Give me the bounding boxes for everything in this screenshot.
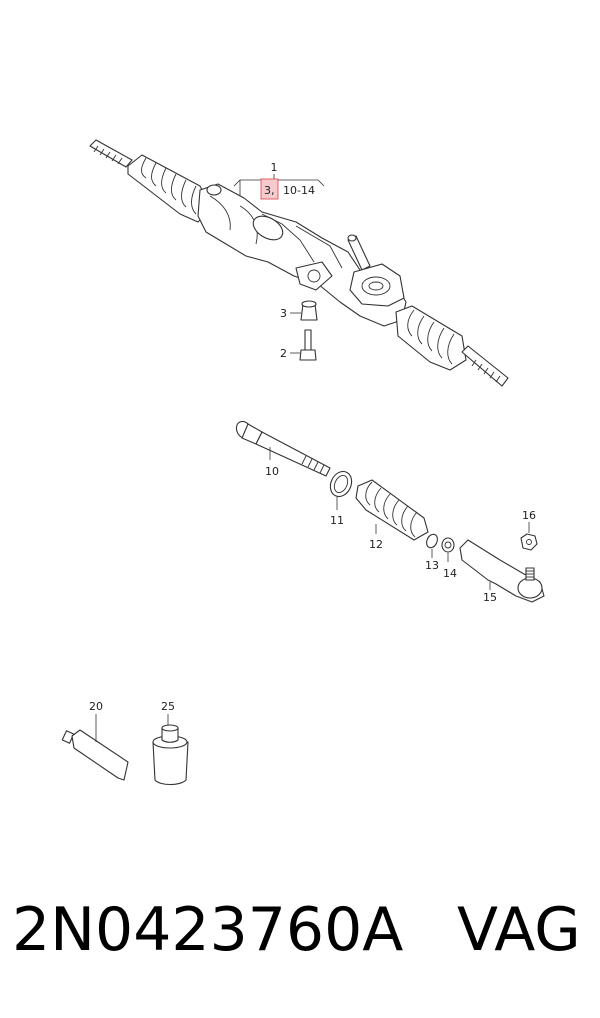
part-15-tie-rod-end: 15 [459,539,545,604]
part-12-bellows: 12 [355,479,429,551]
part-14-nut: 14 [441,537,457,580]
part-3-bushing: 3 [280,300,318,321]
callout-1-label: 1 [271,161,278,174]
part-13-ring: 13 [425,533,439,572]
highlight-box [260,178,279,200]
callout-2: 2 [280,347,287,360]
callout-13: 13 [425,559,439,572]
callout-16: 16 [522,509,536,522]
callout-25: 25 [161,700,175,713]
footer: 2N0423760A VAG [12,895,592,975]
callout-1-ref-rest: 10-14 [283,184,315,197]
callout-1: 1 3, 10-14 [233,161,325,200]
brand-name: VAG [457,895,581,965]
part-20-grease-tube: 20 [61,700,129,781]
callout-1-ref-highlight: 3, [264,184,275,197]
callout-11: 11 [330,514,344,527]
callout-12: 12 [369,538,383,551]
part-25-bottle: 25 [152,700,189,786]
callout-10: 10 [265,465,279,478]
part-2-bolt: 2 [280,329,317,361]
callout-14: 14 [443,567,457,580]
parts-diagram: 1 3, 10-14 3 2 10 11 [61,139,545,786]
part-16-hex-nut: 16 [520,509,538,551]
callout-15: 15 [483,591,497,604]
steering-rack [89,139,509,387]
part-number: 2N0423760A [12,895,404,965]
callout-3: 3 [280,307,287,320]
part-10-tie-rod: 10 [235,420,331,478]
part-11-clamp: 11 [329,470,353,527]
callout-20: 20 [89,700,103,713]
